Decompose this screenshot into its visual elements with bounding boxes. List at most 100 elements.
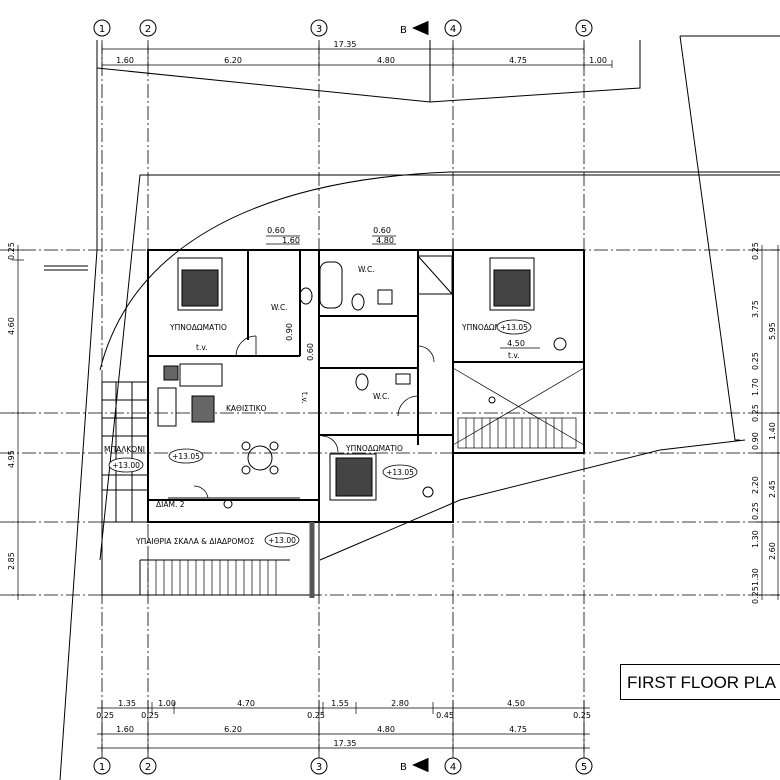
room-label-apartment: ΔΙΑΜ. 2 [156, 500, 185, 509]
tv-label-living: t.v. [300, 392, 309, 404]
left-dimension-labels: 0.25 4.60 4.95 2.85 [7, 242, 16, 570]
top-dim-1: 1.60 [116, 56, 134, 65]
outdoor-stair [101, 521, 320, 596]
section-mark-label-bottom: B [400, 762, 407, 773]
bottom-dim-b3: 4.80 [377, 725, 395, 734]
level-tag-ovals [108, 319, 532, 548]
right-dim-inner-5: 0.25 [751, 404, 760, 422]
top-dimension-lines [101, 45, 613, 68]
bottom-dim-a2: 1.00 [158, 699, 176, 708]
grid-label-1-top: 1 [99, 24, 105, 35]
interior-dim-6: 0.90 [285, 323, 294, 341]
interior-dimension-lines [266, 235, 540, 349]
level-bedroom-right: +13.05 [500, 323, 528, 332]
bed-left [177, 257, 223, 311]
room-labels: ΥΠΝΟΔΩΜΑΤΙΟ ΥΠΝΟΔΩΜΑΤΙΟ ΥΠΝΟΔΩΜΑΤΙΟ W.C.… [104, 265, 520, 546]
internal-stair [452, 367, 585, 449]
left-dim-3: 4.95 [7, 450, 16, 468]
interior-dimension-labels: 0.60 1.60 0.60 4.80 4.50 0.90 0.60 [267, 226, 525, 361]
room-label-stair: ΥΠΑΙΘΡΙΑ ΣΚΑΛΑ & ΔΙΑΔΡΟΜΟΣ [135, 537, 255, 546]
bottom-dim-a3: 4.70 [237, 699, 255, 708]
right-dim-inner-9: 2.20 [751, 476, 760, 494]
right-dim-inner-3: 0.25 [751, 352, 760, 370]
tv-label-left: t.v. [196, 343, 208, 352]
site-boundary [59, 35, 780, 780]
room-label-wc1: W.C. [271, 303, 288, 312]
grid-label-4-bottom: 4 [450, 762, 456, 773]
top-dim-5: 1.00 [589, 56, 607, 65]
bottom-dim-a6: 4.50 [507, 699, 525, 708]
bottom-dim-s5: 0.25 [573, 711, 591, 720]
interior-dim-4: 4.80 [376, 236, 394, 245]
grid-bubble-labels: 1 2 3 4 5 1 2 3 4 5 [99, 24, 587, 773]
right-dim-inner-2: 3.75 [751, 300, 760, 318]
room-label-bedroom-left: ΥΠΝΟΔΩΜΑΤΙΟ [169, 323, 227, 332]
bottom-dim-a1: 1.35 [118, 699, 136, 708]
drawing-title: FIRST FLOOR PLA [627, 673, 776, 692]
right-dim-inner-7: 0.90 [751, 432, 760, 450]
grid-label-1-bottom: 1 [99, 762, 105, 773]
bottom-dim-s4: 0.45 [436, 711, 454, 720]
section-marker-top: B [400, 21, 429, 36]
right-dim-outer-2: 2.45 [768, 480, 777, 498]
right-dim-outer-3: 2.60 [768, 542, 777, 560]
grid-label-5-top: 5 [581, 24, 587, 35]
grid-label-4-top: 4 [450, 24, 456, 35]
room-label-bedroom-right: ΥΠΝΟΔΩΜΑΤΙΟ [461, 323, 519, 332]
section-mark-label-top: B [400, 25, 407, 36]
grid-label-3-bottom: 3 [316, 762, 322, 773]
room-label-wc2: W.C. [358, 265, 375, 274]
bottom-dim-b1: 1.60 [116, 725, 134, 734]
bottom-dim-a4: 1.55 [331, 699, 349, 708]
grid-label-3-top: 3 [316, 24, 322, 35]
bottom-dim-b4: 4.75 [509, 725, 527, 734]
left-dim-2: 4.60 [7, 317, 16, 335]
bed-right [489, 257, 535, 311]
left-dimension-lines [12, 245, 24, 600]
bottom-dimension-labels: 1.35 1.00 4.70 1.55 2.80 4.50 0.25 0.25 … [96, 699, 591, 748]
right-dim-inner-1: 0.25 [751, 242, 760, 260]
right-dim-outer-1: 5.95 [768, 322, 777, 340]
right-dim-inner-6: 1.40 [768, 422, 777, 440]
bottom-dim-s1: 0.25 [96, 711, 114, 720]
grid-bubbles [93, 19, 593, 775]
right-dim-inner-13: 1.30 [751, 568, 760, 586]
grid-label-5-bottom: 5 [581, 762, 587, 773]
bottom-dim-s2: 0.25 [141, 711, 159, 720]
bed-bottom [329, 453, 377, 501]
level-balcony: +13.00 [112, 461, 140, 470]
right-dim-inner-10: 0.25 [751, 502, 760, 520]
room-label-bedroom-bottom: ΥΠΝΟΔΩΜΑΤΙΟ [345, 444, 403, 453]
right-dimension-lines [756, 245, 780, 600]
section-marker-bottom: B [400, 758, 429, 773]
interior-dim-3: 0.60 [373, 226, 391, 235]
bottom-dimension-lines [97, 700, 590, 752]
drawing-title-box: FIRST FLOOR PLA [620, 664, 780, 700]
bottom-dim-s3: 0.25 [307, 711, 325, 720]
interior-dim-1: 0.60 [267, 226, 285, 235]
level-tags: +13.05 +13.05 +13.05 +13.00 +13.00 [112, 323, 528, 545]
left-dim-1: 0.25 [7, 242, 16, 260]
living-furniture [157, 363, 300, 509]
right-dim-inner-4: 1.70 [751, 378, 760, 396]
stair-treads [147, 560, 277, 595]
level-bedroom-bottom: +13.05 [386, 468, 414, 477]
top-dim-2: 6.20 [224, 56, 242, 65]
bottom-dim-b2: 6.20 [224, 725, 242, 734]
top-dim-3: 4.80 [377, 56, 395, 65]
right-dimension-labels: 0.25 3.75 0.25 1.70 0.25 0.90 2.20 0.25 … [751, 242, 777, 604]
top-dimension-labels: 17.35 1.60 6.20 4.80 4.75 1.00 [116, 40, 607, 65]
right-dim-inner-11: 1.30 [751, 530, 760, 548]
level-stair: +13.00 [268, 536, 296, 545]
right-dim-inner-14: 0.25 [751, 586, 760, 604]
misc-marks [44, 265, 496, 598]
grid-label-2-top: 2 [145, 24, 151, 35]
room-label-wc3: W.C. [373, 392, 390, 401]
bottom-total-dim: 17.35 [334, 739, 357, 748]
bathroom-fixtures [299, 255, 567, 498]
doors [193, 335, 435, 499]
left-dim-4: 2.85 [7, 552, 16, 570]
room-label-living: ΚΑΘΙΣΤΙΚΟ [226, 404, 267, 413]
interior-dim-5: 4.50 [507, 339, 525, 348]
